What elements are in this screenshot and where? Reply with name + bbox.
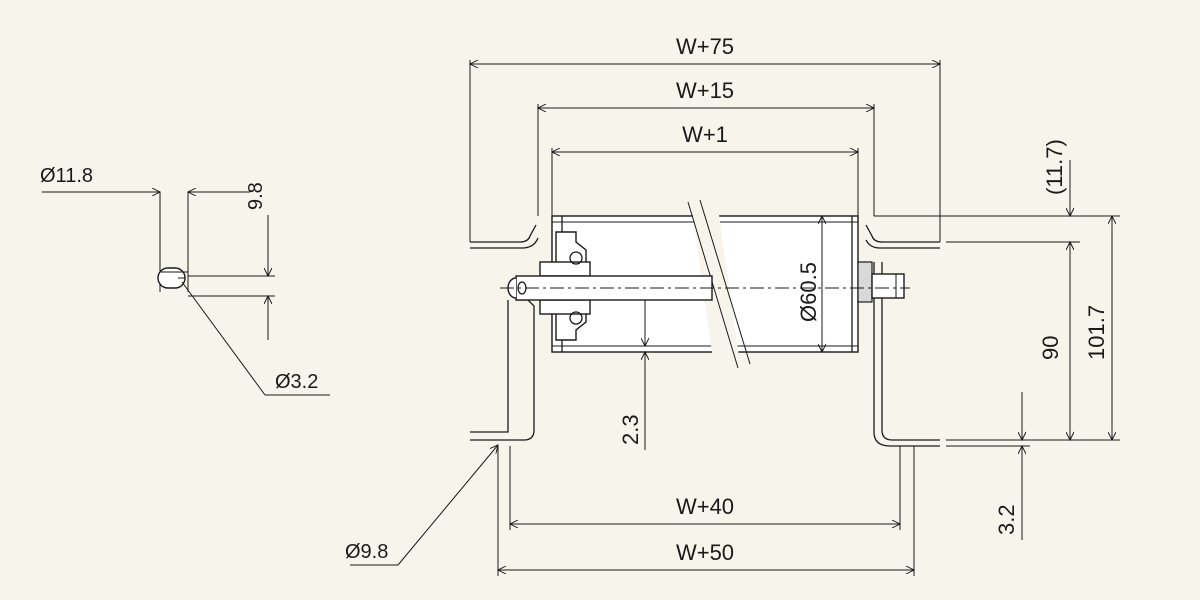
dim-tube-thickness: 2.3 — [618, 414, 643, 445]
dim-bracket-outer: W+50 — [676, 540, 734, 565]
dimension-lines-top — [470, 60, 940, 242]
dimension-lines-bottom — [350, 445, 914, 576]
dim-roller-diameter: Ø60.5 — [796, 262, 821, 322]
shaft-end-detail — [42, 192, 330, 396]
dim-plate-thickness: 3.2 — [994, 504, 1019, 535]
dim-bracket-height: 90 — [1038, 336, 1063, 360]
dim-roller-length: W+1 — [682, 122, 728, 147]
dim-overall-width: W+75 — [676, 34, 734, 59]
dim-top-offset: (11.7) — [1042, 139, 1067, 195]
dim-mount-hole: Ø9.8 — [345, 541, 388, 563]
dim-total-height: 101.7 — [1084, 305, 1109, 360]
right-shaft-end — [857, 261, 905, 303]
dim-shaft-length: W+15 — [676, 78, 734, 103]
dim-9-8-flat: 9.8 — [245, 182, 267, 210]
dimension-lines-center — [645, 216, 822, 450]
dim-shaft-diameter: Ø11.8 — [40, 165, 93, 187]
right-bracket — [865, 224, 940, 447]
left-bracket — [470, 224, 539, 441]
dimension-lines-right — [874, 160, 1120, 540]
dim-bracket-inner: W+40 — [676, 494, 734, 519]
bearing-housing — [539, 231, 591, 341]
dim-hole-diameter: Ø3.2 — [275, 371, 318, 393]
